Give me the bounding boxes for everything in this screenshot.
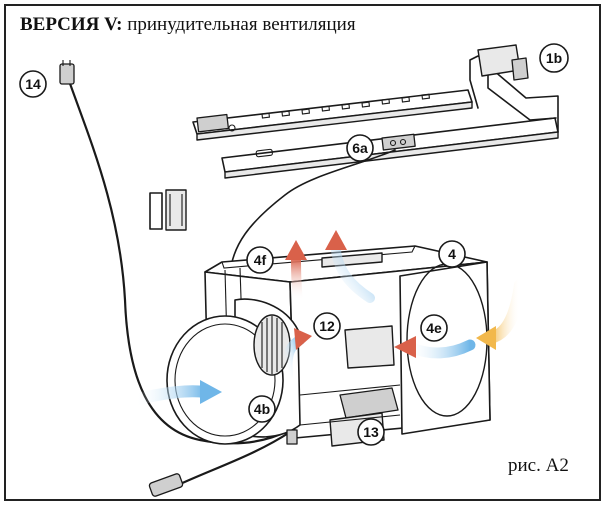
cold-intake-arrow bbox=[200, 380, 222, 404]
diagram-frame bbox=[4, 4, 601, 501]
callout-4f: 4f bbox=[254, 252, 267, 268]
bracket bbox=[221, 55, 559, 179]
exhaust-arrow-right bbox=[325, 230, 347, 250]
callout-12: 12 bbox=[319, 318, 335, 334]
callout-4b: 4b bbox=[254, 401, 270, 417]
version-label: ВЕРСИЯ V: bbox=[20, 14, 123, 35]
sensor-wire bbox=[229, 149, 396, 276]
callout-4: 4 bbox=[448, 246, 456, 262]
callouts: 14 1b 6a 4 4f 12 4e 4b 13 bbox=[19, 43, 569, 446]
small-clips bbox=[149, 189, 187, 231]
callout-4e: 4e bbox=[426, 320, 442, 336]
callout-14: 14 bbox=[25, 76, 41, 92]
callout-6a: 6a bbox=[352, 140, 368, 156]
page-title: ВЕРСИЯ V: принудительная вентиляция bbox=[20, 14, 356, 36]
hot-transfer-arrow bbox=[394, 336, 416, 358]
mounting-rail bbox=[192, 89, 473, 141]
exhaust-arrow-left bbox=[285, 240, 307, 260]
fan-unit bbox=[166, 298, 301, 445]
callout-1b: 1b bbox=[546, 50, 562, 66]
bracket-clip bbox=[477, 44, 529, 81]
airflow-arrows bbox=[129, 230, 526, 406]
warm-inflow-arrow bbox=[476, 326, 496, 350]
version-description: принудительная вентиляция bbox=[127, 14, 356, 35]
figure-caption: рис. А2 bbox=[508, 455, 569, 476]
callout-13: 13 bbox=[363, 424, 379, 440]
